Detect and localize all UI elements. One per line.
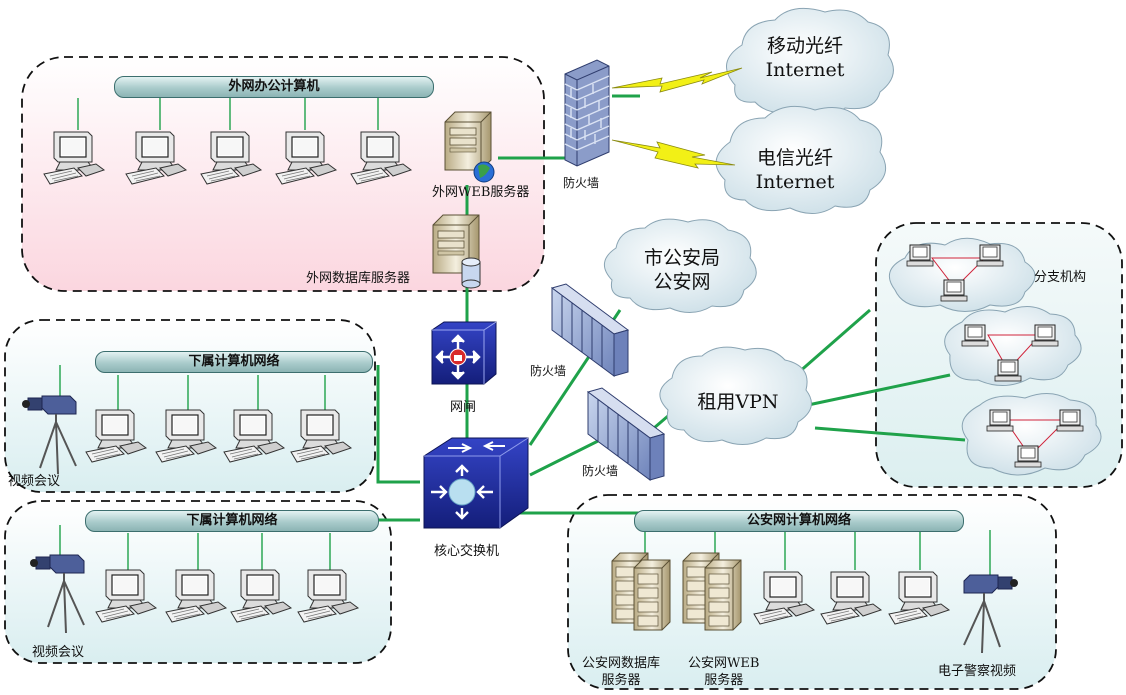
lightning-mobile (611, 67, 743, 93)
cloud-vpn-label: 租用VPN (678, 390, 798, 414)
cloud-telecom-line2: Internet (755, 171, 835, 193)
cloud-vpn-line1: 租用VPN (697, 391, 779, 413)
label-firewall-low: 防火墙 (582, 464, 619, 478)
cloud-city-police-line2: 公安网 (653, 271, 711, 293)
cloud-mobile-line2: Internet (765, 59, 845, 81)
cloud-mobile-label: 移动光纤 Internet (745, 34, 865, 82)
cloud-city-police-line1: 市公安局 (643, 247, 720, 269)
bus-sub2: 下属计算机网络 (85, 510, 379, 532)
bus-sub1: 下属计算机网络 (95, 351, 373, 373)
label-core-switch: 核心交换机 (434, 544, 500, 559)
bus-office: 外网办公计算机 (114, 76, 434, 98)
label-camera-sub1: 视频会议 (8, 474, 61, 489)
label-police-db-line2: 服务器 (601, 673, 641, 688)
core-switch-device (423, 437, 529, 529)
bus-drops (59, 98, 991, 575)
label-camera-sub2: 视频会议 (32, 645, 85, 660)
label-firewall-mid: 防火墙 (530, 364, 567, 378)
zone-police (567, 494, 1057, 690)
label-db-server: 外网数据库服务器 (306, 271, 411, 286)
branch-links (930, 257, 1068, 457)
cloud-telecom-line1: 电信光纤 (756, 147, 833, 169)
cloud-city-police-label: 市公安局 公安网 (622, 246, 742, 294)
cloud-mobile-line1: 移动光纤 (766, 35, 843, 57)
database-icon (461, 257, 481, 289)
label-branch: 分支机构 (1034, 270, 1087, 285)
label-police-db-line1: 公安网数据库 (582, 656, 661, 671)
cloud-telecom (715, 105, 887, 214)
label-police-web-server: 公安网WEB 服务器 (688, 655, 759, 689)
cloud-city-police (604, 218, 757, 313)
label-police-web-line1: 公安网WEB (688, 656, 760, 671)
label-firewall-top: 防火墙 (563, 176, 600, 190)
label-gateway: 网闸 (450, 400, 477, 415)
lightning-telecom (611, 139, 736, 169)
label-police-web-line2: 服务器 (704, 673, 744, 688)
cloud-telecom-label: 电信光纤 Internet (735, 146, 855, 194)
links (376, 94, 966, 522)
gateway-device (431, 321, 497, 385)
label-web-server: 外网WEB服务器 (432, 185, 530, 200)
label-camera-police: 电子警察视频 (938, 664, 1017, 679)
label-police-db-server: 公安网数据库 服务器 (582, 655, 660, 689)
cloud-vpn (659, 346, 812, 445)
bus-police: 公安网计算机网络 (634, 510, 964, 532)
